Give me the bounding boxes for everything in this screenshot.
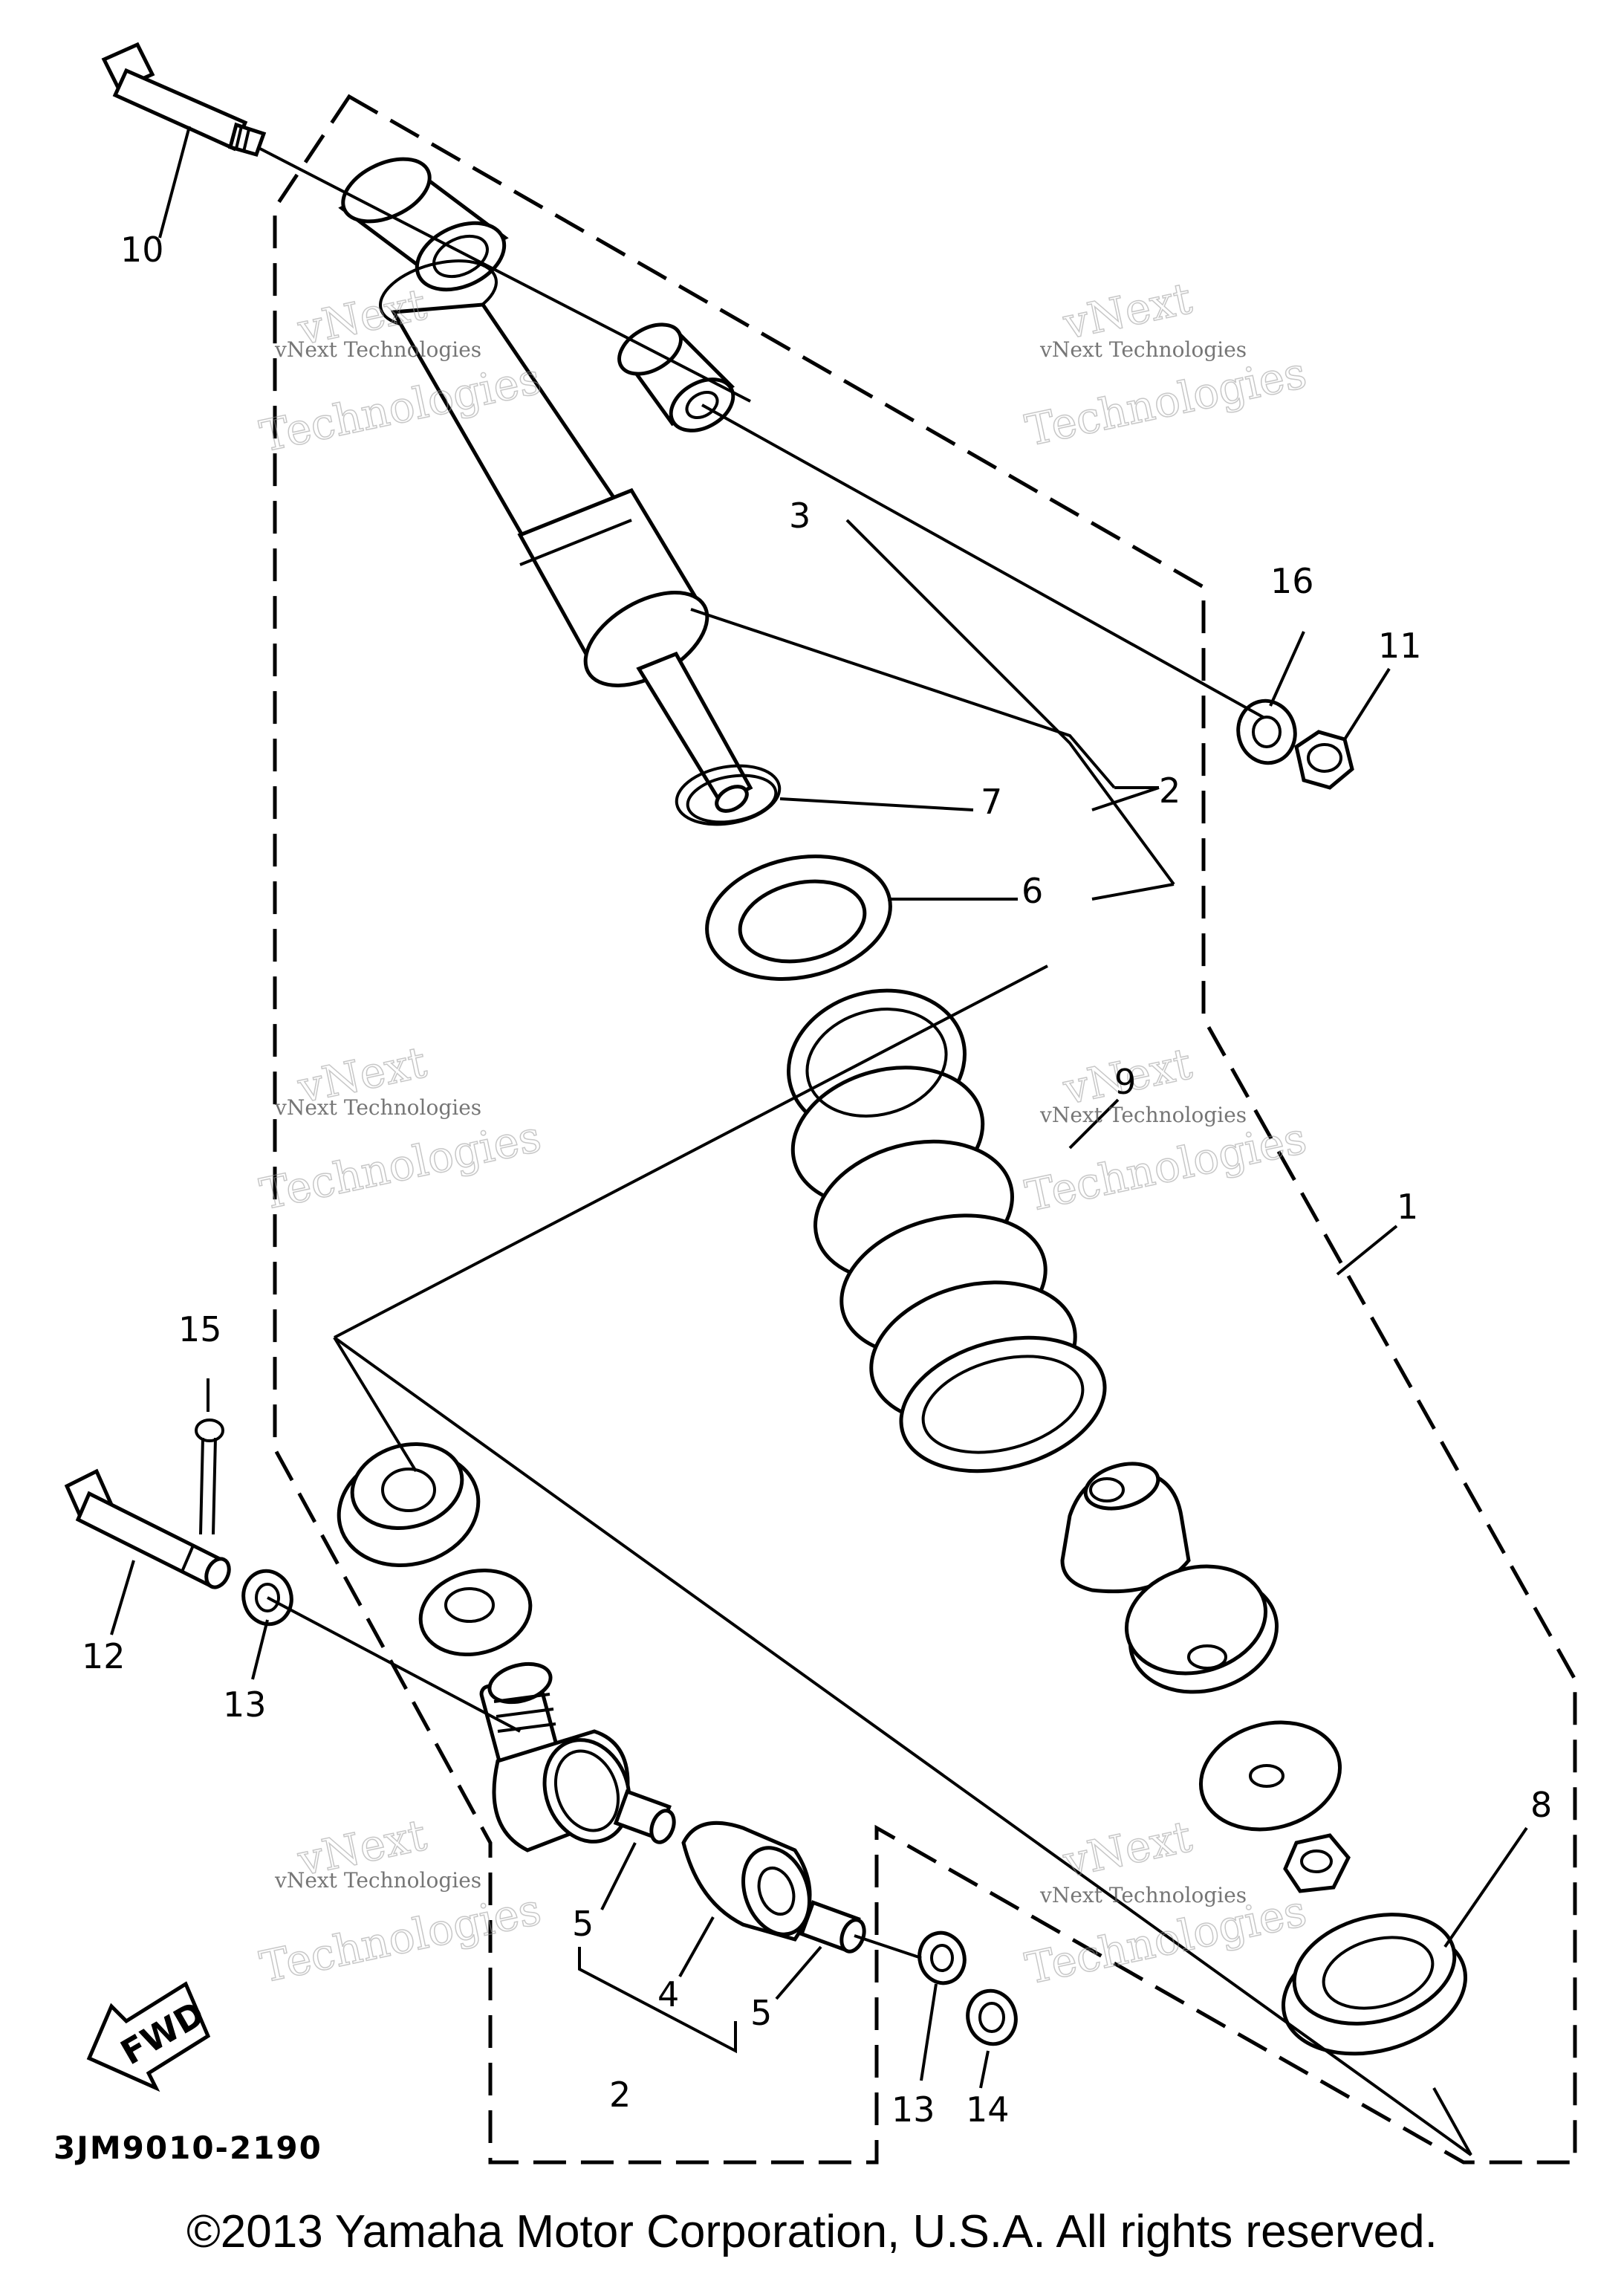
part-2-damper-body (390, 302, 753, 813)
small-nut (1283, 1833, 1351, 1893)
svg-text:Technologies: Technologies (1022, 347, 1311, 455)
callout-10: 10 (120, 230, 164, 270)
callout-13-right: 13 (891, 2089, 935, 2130)
adjuster-ring (337, 1442, 481, 1568)
watermark-top-right: Technologies vNext vNext Technologies (1021, 272, 1311, 456)
part-6-spring-seat (705, 855, 892, 981)
part-5-collar-lower (799, 1900, 866, 1954)
part-5-collar-upper (613, 1789, 676, 1844)
watermark-bottom-right: Technologies vNext vNext Technologies (1021, 1810, 1311, 1994)
part-16-washer (1236, 698, 1297, 765)
svg-text:vNext Technologies: vNext Technologies (274, 1868, 481, 1893)
watermark-mid-left: Technologies vNext vNext Technologies (256, 1036, 546, 1220)
part-9-spring (787, 988, 1107, 1473)
svg-text:vNext Technologies: vNext Technologies (1039, 1883, 1247, 1907)
callout-13-left: 13 (223, 1685, 267, 1725)
fwd-arrow-icon: FWD (86, 1981, 211, 2092)
copyright-notice: ©2013 Yamaha Motor Corporation, U.S.A. A… (186, 2206, 1438, 2257)
washer-plate (1198, 1720, 1342, 1832)
assembly-boundary (273, 94, 1577, 2165)
callout-9: 9 (1114, 1062, 1136, 1102)
svg-text:Technologies: Technologies (256, 1111, 545, 1219)
svg-text:vNext: vNext (1059, 1811, 1196, 1887)
leader-lines (110, 126, 1528, 2156)
callout-1: 1 (1397, 1187, 1418, 1227)
part-10-bolt (101, 42, 267, 158)
callout-16: 16 (1270, 561, 1314, 601)
part-11-nut (1294, 730, 1354, 790)
svg-text:vNext Technologies: vNext Technologies (274, 1095, 481, 1120)
part-3-bushing (617, 322, 735, 432)
callout-2-lower: 2 (609, 2075, 631, 2115)
callout-4: 4 (657, 1974, 679, 2014)
svg-text:vNext Technologies: vNext Technologies (274, 337, 481, 362)
svg-text:Technologies: Technologies (1022, 1112, 1311, 1221)
part-4-bushing (681, 1821, 812, 1942)
part-13-washer-right (917, 1930, 967, 1985)
bump-stop (1060, 1462, 1191, 1594)
drawing-code: 3JM9010-2190 (53, 2130, 322, 2166)
callout-15: 15 (178, 1309, 222, 1349)
part-12-bolt (64, 1468, 231, 1589)
callout-5-lower: 5 (750, 1993, 772, 2033)
callout-5-upper: 5 (572, 1904, 594, 1944)
svg-text:vNext Technologies: vNext Technologies (1039, 337, 1247, 362)
part-8-lower-seat (1281, 1913, 1468, 2056)
lower-cup (1124, 1564, 1279, 1694)
callout-3: 3 (789, 496, 811, 536)
callout-7: 7 (981, 782, 1002, 822)
callout-2-upper: 2 (1159, 771, 1180, 811)
callout-11: 11 (1378, 626, 1422, 666)
svg-text:vNext Technologies: vNext Technologies (1039, 1103, 1247, 1127)
callout-14: 14 (966, 2089, 1010, 2130)
locknut (418, 1568, 533, 1657)
watermark-bottom-left: Technologies vNext vNext Technologies (256, 1809, 546, 1993)
callout-8: 8 (1530, 1785, 1552, 1825)
part-14-washer (966, 1988, 1018, 2046)
svg-text:Technologies: Technologies (256, 1884, 545, 1992)
shock-lower-eye (479, 1661, 631, 1852)
watermark-mid-right: Technologies vNext vNext Technologies (1021, 1037, 1311, 1222)
part-15-cotter-pin (195, 1419, 224, 1535)
callout-6: 6 (1022, 871, 1043, 911)
callout-12: 12 (82, 1636, 126, 1676)
part-7-circlip (675, 764, 782, 826)
